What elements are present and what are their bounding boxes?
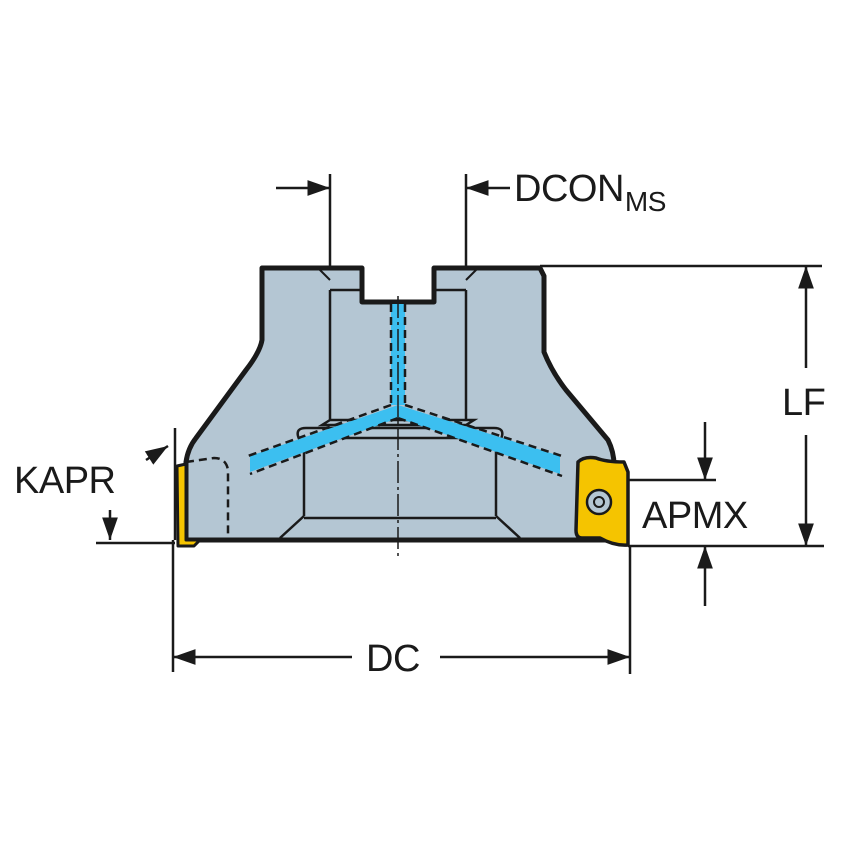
dcon-main-text: DCON — [514, 168, 624, 210]
dc-label: DC — [366, 638, 420, 680]
kapr-label: KAPR — [14, 460, 116, 502]
dimension-lines — [96, 174, 824, 674]
torx-screw-icon — [593, 496, 605, 508]
apmx-label: APMX — [642, 495, 748, 537]
left-insert — [175, 462, 202, 548]
coolant-channels — [247, 304, 563, 478]
lf-label: LF — [782, 382, 826, 424]
right-insert — [574, 455, 630, 547]
dcon-label: DCONMS — [514, 168, 666, 216]
dcon-subscript-text: MS — [624, 186, 667, 217]
hidden-insert-pocket — [185, 456, 230, 538]
